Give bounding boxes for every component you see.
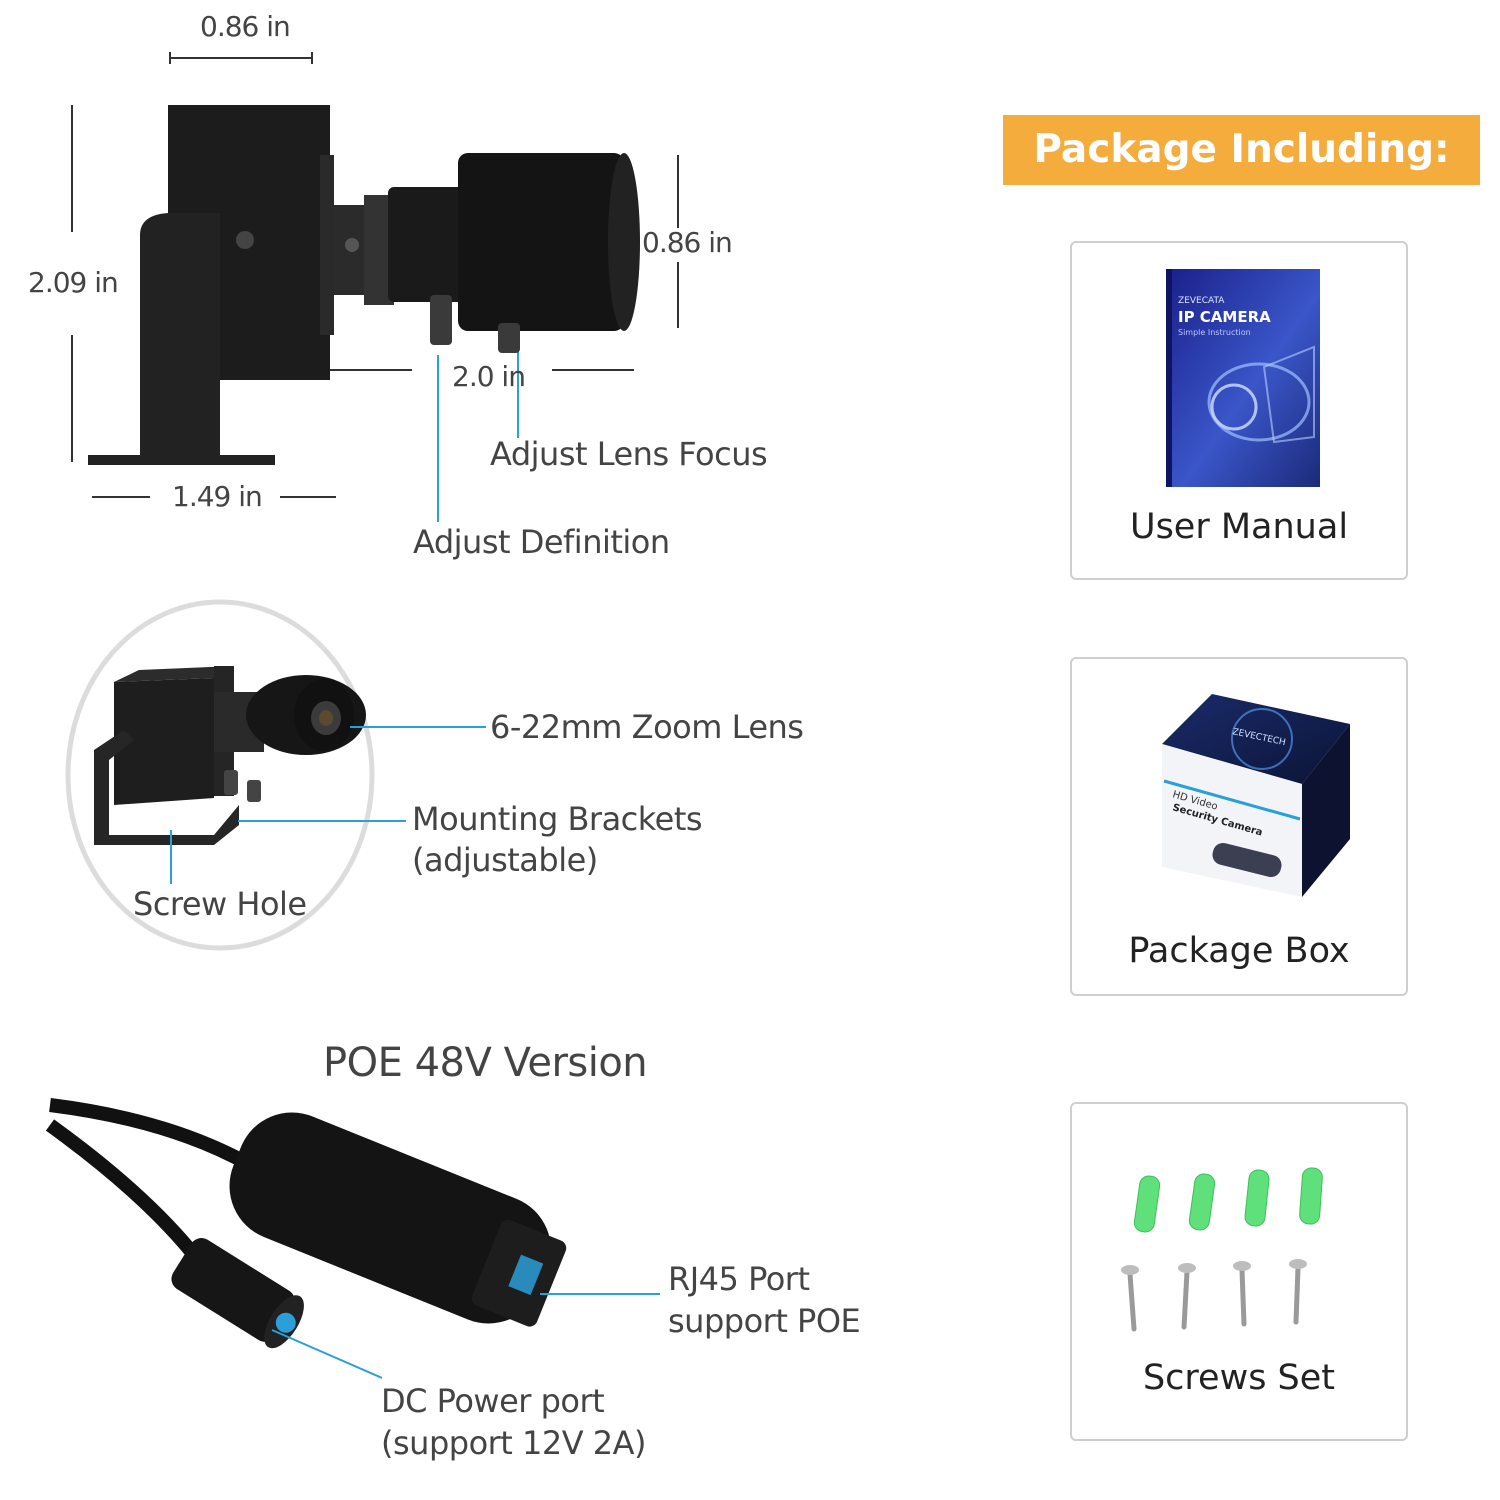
callout-screw-hole: Screw Hole: [133, 885, 307, 923]
camera-closeup: [65, 599, 375, 951]
manual-brand: ZEVECATA: [1178, 296, 1225, 306]
dim-height: 2.09 in: [28, 266, 119, 299]
dimension-lines: [71, 52, 679, 522]
callout-lines-middle: [170, 726, 486, 884]
manual-sub: Simple Instruction: [1178, 328, 1251, 337]
callout-adjust-definition: Adjust Definition: [413, 523, 670, 561]
user-manual-image: ZEVECATA IP CAMERA Simple Instruction: [1166, 269, 1320, 487]
package-header: Package Including:: [1003, 115, 1480, 185]
package-card-screws-set: Screws Set: [1070, 1102, 1408, 1441]
dim-top-width: 0.86 in: [200, 10, 291, 43]
callout-dc-line2: (support 12V 2A): [381, 1424, 647, 1462]
manual-title: IP CAMERA: [1178, 308, 1271, 326]
callout-dc-line1: DC Power port: [381, 1382, 605, 1420]
dim-lens-length: 2.0 in: [452, 360, 526, 393]
package-box-image: HD Video Security Camera ZEVECTECH: [1162, 694, 1350, 897]
callout-zoom-lens: 6-22mm Zoom Lens: [490, 708, 804, 746]
card-label-user-manual: User Manual: [1129, 507, 1349, 547]
card-label-package-box: Package Box: [1128, 931, 1350, 971]
poe-cable-image: [45, 1098, 567, 1349]
callout-brackets-line2: (adjustable): [412, 841, 598, 879]
dim-base-width: 1.49 in: [172, 480, 263, 513]
dim-lens-diameter: 0.86 in: [642, 226, 733, 259]
callout-adjust-focus: Adjust Lens Focus: [490, 435, 768, 473]
callout-lines-bottom: [271, 1293, 660, 1379]
callout-brackets-line1: Mounting Brackets: [412, 800, 703, 838]
callout-rj45-line1: RJ45 Port: [668, 1260, 810, 1298]
screws-set-image: [1121, 1167, 1323, 1332]
camera-side-view: [88, 105, 640, 465]
callout-rj45-line2: support POE: [668, 1302, 861, 1340]
package-card-package-box: HD Video Security Camera ZEVECTECH Packa…: [1070, 657, 1408, 996]
poe-version-title: POE 48V Version: [323, 1040, 648, 1086]
card-label-screws-set: Screws Set: [1142, 1358, 1336, 1398]
package-card-user-manual: ZEVECATA IP CAMERA Simple Instruction Us…: [1070, 241, 1408, 580]
